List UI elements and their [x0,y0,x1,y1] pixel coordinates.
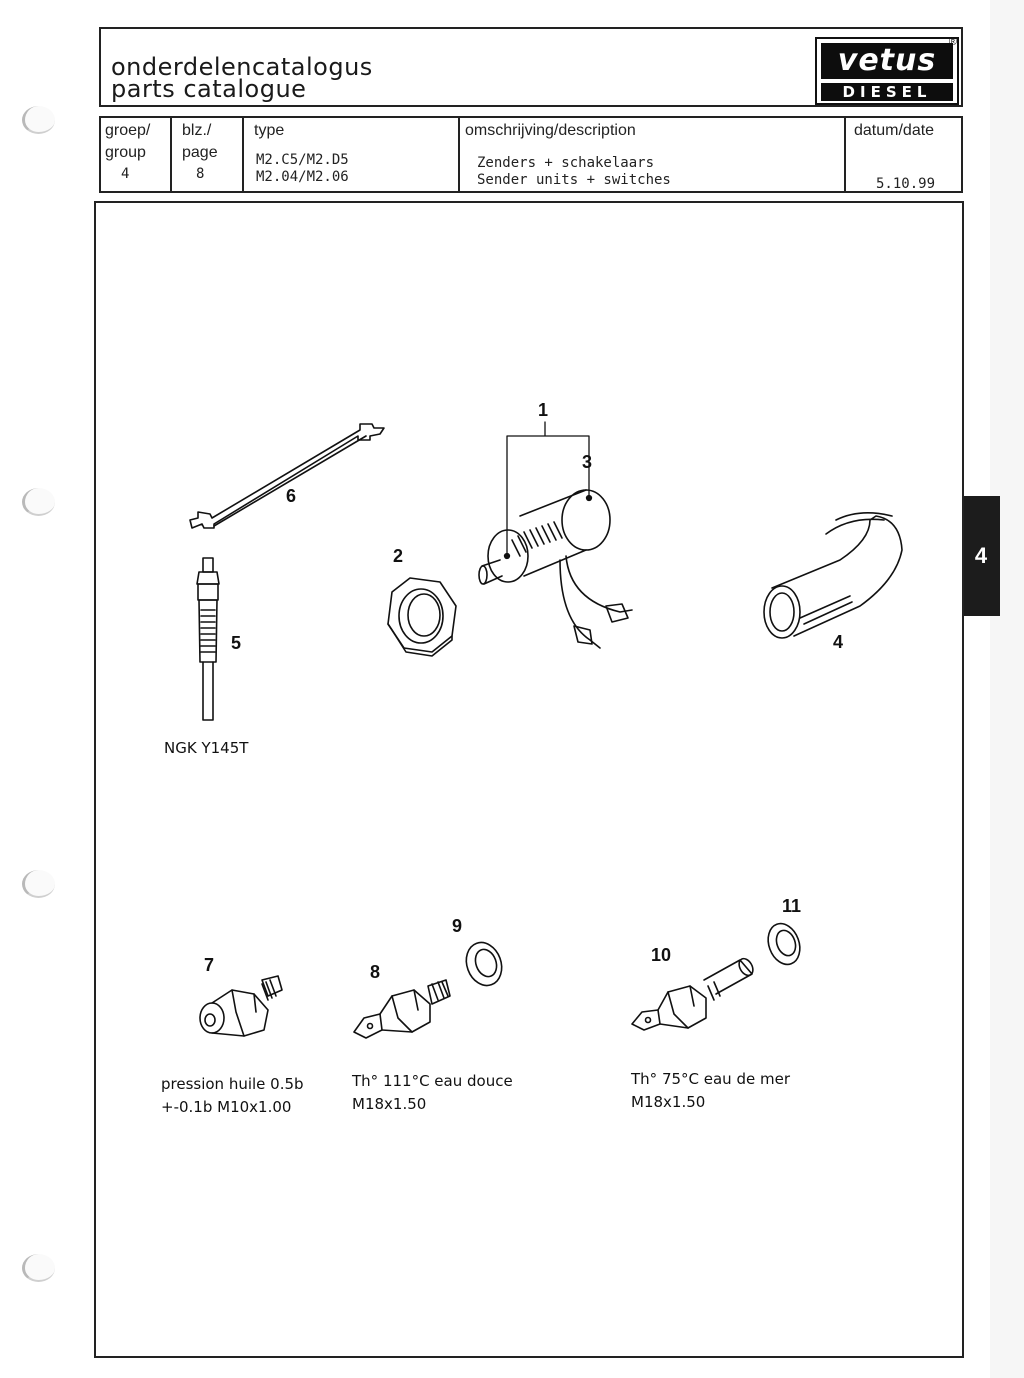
logo-vetus: vetus [821,43,953,79]
oil-pressure-note-2: +-0.1b M10x1.00 [161,1098,292,1116]
glow-plug-note: NGK Y145T [164,739,249,757]
part-number-8: 8 [370,962,381,982]
temp-switch-fresh [353,979,451,1039]
sea-water-note-2: M18x1.50 [631,1093,706,1111]
description-label: omschrijving/description [465,122,636,139]
description-dutch: Zenders + schakelaars [477,155,655,171]
vetus-diesel-logo: vetus DIESEL ® [815,36,959,105]
part-number-11: 11 [782,896,802,916]
type-label: type [254,122,285,139]
part-number-7: 7 [204,955,215,975]
oil-pressure-switch [199,975,283,1037]
parts-diagram-frame [94,201,964,1358]
catalogue-header: onderdelencatalogus parts catalogue vetu… [99,27,963,107]
group-cell: groep/group 4 [101,118,172,191]
bracket-strip [189,423,385,529]
page-label: blz./page [182,122,218,161]
sensor-body [478,489,633,649]
glow-plug [196,557,220,721]
part-number-1: 1 [538,400,549,420]
catalogue-title-english: parts catalogue [111,75,307,103]
part-number-9: 9 [452,916,463,936]
part-number-3: 3 [582,452,593,472]
type-cell: type M2.C5/M2.D5 M2.04/M2.06 [244,118,460,191]
info-table: groep/group 4 blz./page 8 type M2.C5/M2.… [99,116,963,193]
page-value: 8 [196,166,205,182]
oil-pressure-note-1: pression huile 0.5b [161,1075,304,1093]
registered-mark: ® [948,36,957,48]
group-value: 4 [121,166,130,182]
washer-9 [465,941,503,987]
catalogue-title-dutch: onderdelencatalogus [111,53,373,81]
punch-hole [22,106,55,134]
date-label: datum/date [854,122,935,139]
description-cell: omschrijving/description Zenders + schak… [460,118,846,191]
date-cell: datum/date 5.10.99 [846,118,961,192]
leader-lines [503,421,593,560]
hex-nut [387,577,457,657]
punch-hole [22,488,55,516]
logo-diesel: DIESEL [821,83,953,101]
description-english: Sender units + switches [477,172,671,188]
part-number-10: 10 [651,945,672,965]
sea-water-note-1: Th° 75°C eau de mer [631,1070,790,1088]
rubber-boot [763,512,903,639]
group-label: groep/group [105,122,151,161]
section-tab: 4 [962,496,1000,616]
fresh-water-note-2: M18x1.50 [352,1095,427,1113]
punch-hole [22,1254,55,1282]
type-value-1: M2.C5/M2.D5 [256,152,349,168]
type-value-2: M2.04/M2.06 [256,169,349,185]
washer-11 [767,922,801,966]
punch-hole [22,870,55,898]
part-number-4: 4 [833,632,844,652]
part-number-6: 6 [286,486,297,506]
part-number-5: 5 [231,633,242,653]
part-number-2: 2 [393,546,404,566]
date-value: 5.10.99 [876,176,936,192]
fresh-water-note-1: Th° 111°C eau douce [352,1072,513,1090]
temp-switch-sea [631,957,754,1031]
page-cell: blz./page 8 [172,118,244,191]
page-edge-shadow [990,0,1024,1378]
